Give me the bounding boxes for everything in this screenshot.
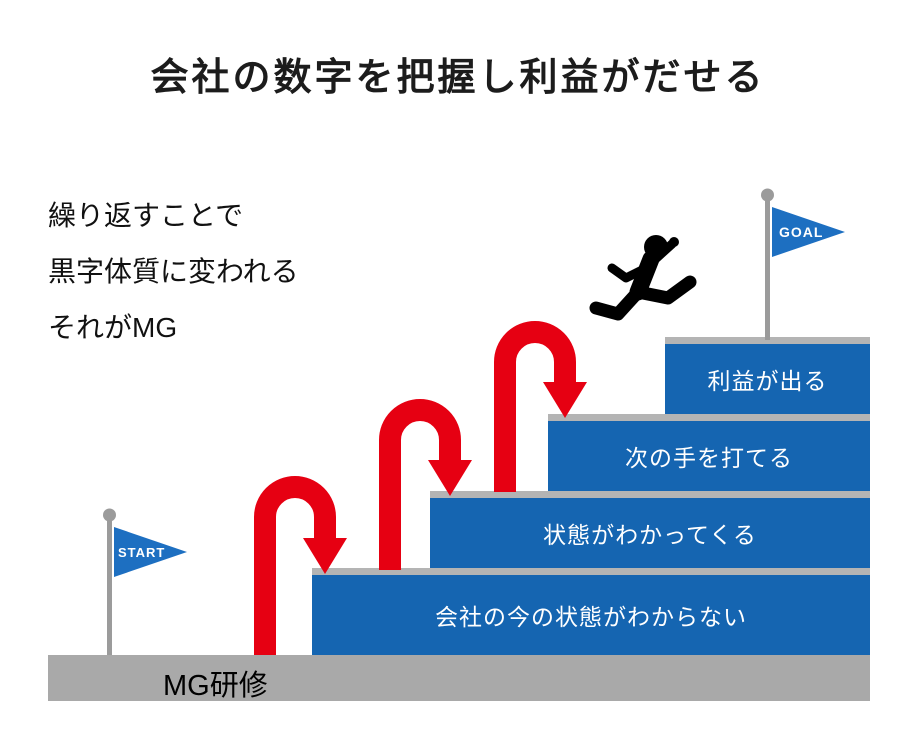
intro-line-2: 黒字体質に変われる bbox=[48, 256, 299, 287]
step-3-label: 次の手を打てる bbox=[625, 445, 793, 471]
intro-text-block: 繰り返すことで 黒字体質に変われる それがMG bbox=[48, 188, 299, 356]
step-2-label: 状態がわかってくる bbox=[543, 522, 757, 548]
goal-flag-pennant bbox=[772, 207, 845, 257]
intro-line-3: それがMG bbox=[48, 312, 178, 343]
goal-flag-icon: GOAL bbox=[761, 188, 845, 340]
step-4: 利益が出る bbox=[665, 337, 870, 414]
step-1-label: 会社の今の状態がわからない bbox=[435, 604, 747, 630]
man-back-arm bbox=[607, 263, 651, 283]
man-back-leg bbox=[589, 285, 645, 321]
page-title: 会社の数字を把握し利益がだせる bbox=[150, 57, 766, 99]
start-flag-pole bbox=[107, 515, 112, 655]
ground-bar bbox=[48, 655, 870, 701]
man-front-leg bbox=[631, 275, 697, 305]
man-front-arm bbox=[645, 239, 677, 269]
start-flag-label: START bbox=[118, 545, 165, 560]
goal-flag-label: GOAL bbox=[779, 224, 823, 240]
intro-line-1: 繰り返すことで bbox=[48, 200, 244, 231]
step-2: 状態がわかってくる bbox=[430, 491, 870, 568]
step-1: 会社の今の状態がわからない bbox=[312, 568, 870, 655]
jumping-man-icon bbox=[589, 235, 697, 321]
step-3: 次の手を打てる bbox=[548, 414, 870, 491]
ground-label: MG研修 bbox=[163, 670, 268, 702]
goal-flag-pole bbox=[765, 195, 770, 340]
step-4-label: 利益が出る bbox=[707, 368, 828, 394]
start-flag-pennant bbox=[114, 527, 187, 577]
man-fist bbox=[669, 237, 679, 247]
start-flag-icon: START bbox=[103, 508, 187, 655]
